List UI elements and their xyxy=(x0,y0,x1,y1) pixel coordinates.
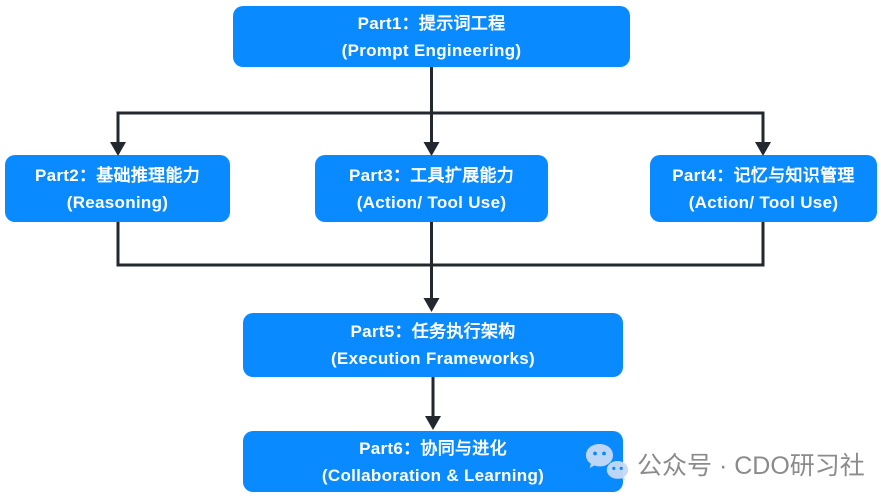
node-title-en: (Reasoning) xyxy=(66,192,169,212)
node-part3: Part3：工具扩展能力 (Action/ Tool Use) xyxy=(315,155,548,222)
watermark-text: 公众号 · CDO研习社 xyxy=(637,452,865,480)
node-part6: Part6：协同与进化 (Collaboration & Learning) xyxy=(243,431,623,492)
node-part1: Part1：提示词工程 (Prompt Engineering) xyxy=(233,6,630,67)
node-title-en: (Collaboration & Learning) xyxy=(321,465,545,485)
arrowhead-part5 xyxy=(423,298,440,312)
wechat-icon xyxy=(586,444,629,481)
node-title-zh: Part3：工具扩展能力 xyxy=(348,165,515,185)
node-title-zh: Part6：协同与进化 xyxy=(359,438,507,458)
arrowhead-part2 xyxy=(110,142,126,156)
node-title-en: (Prompt Engineering) xyxy=(341,40,522,60)
node-part2: Part2：基础推理能力 (Reasoning) xyxy=(5,155,230,222)
arrowhead-part6 xyxy=(425,416,441,430)
node-title-zh: Part5：任务执行架构 xyxy=(350,322,516,341)
node-title-zh: Part4：记忆与知识管理 xyxy=(672,165,855,185)
watermark: 公众号 · CDO研习社 xyxy=(585,441,865,487)
arrowhead-part3 xyxy=(423,142,440,156)
node-part5: Part5：任务执行架构 (Execution Frameworks) xyxy=(243,313,623,377)
node-title-en: (Action/ Tool Use) xyxy=(356,192,507,212)
node-part4: Part4：记忆与知识管理 (Action/ Tool Use) xyxy=(650,155,877,222)
arrowhead-part4 xyxy=(755,142,771,156)
node-title-en: (Execution Frameworks) xyxy=(330,349,536,368)
node-title-zh: Part1：提示词工程 xyxy=(357,13,506,33)
node-title-en: (Action/ Tool Use) xyxy=(688,192,839,212)
node-title-zh: Part2：基础推理能力 xyxy=(34,165,201,185)
